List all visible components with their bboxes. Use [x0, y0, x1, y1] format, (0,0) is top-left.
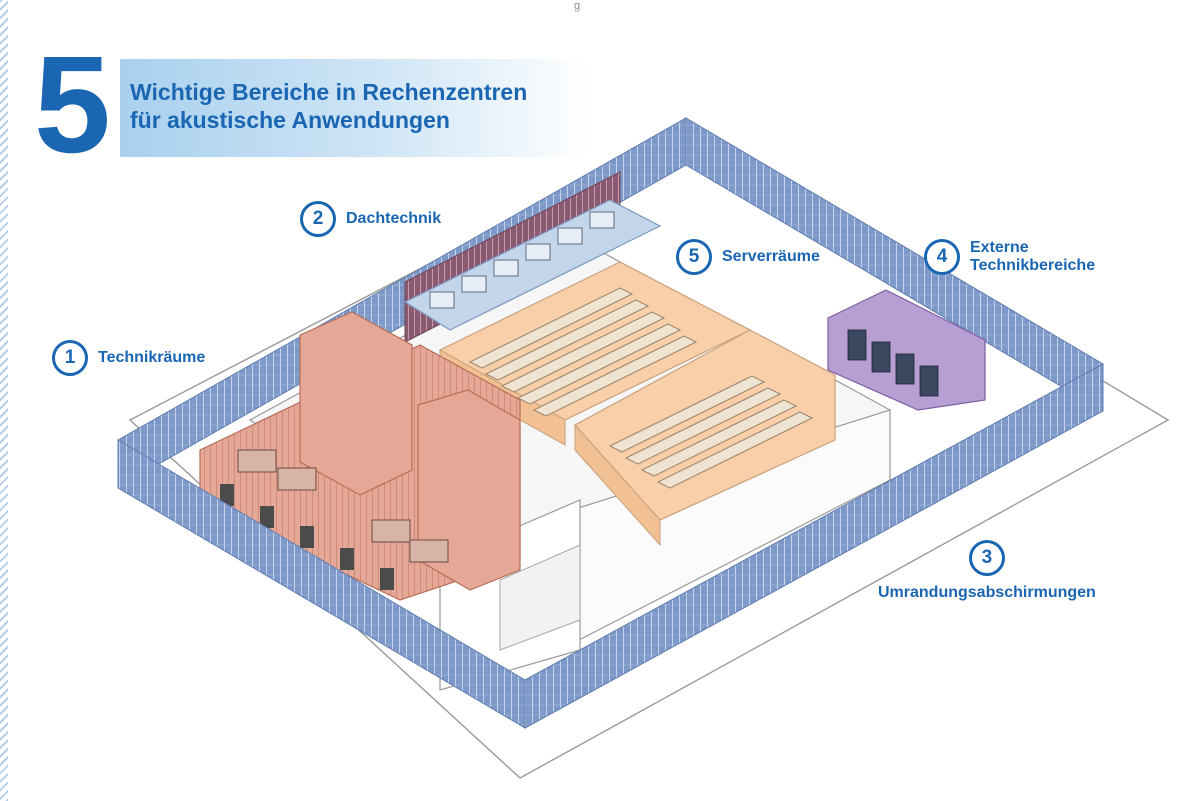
building-wall-corridor-2: [499, 544, 581, 651]
callout-label: Umrandungsabschirmungen: [878, 584, 1096, 602]
callout-label-line: Externe: [970, 239, 1029, 256]
roof-equipment-platform: [403, 199, 662, 331]
callout-roof-technology: 2 Dachtechnik: [300, 201, 441, 237]
external-technical-area: [827, 289, 986, 411]
callout-technical-rooms: 1 Technikräume: [52, 340, 205, 376]
circled-number-icon: 4: [924, 239, 960, 275]
technical-room-tower-1: [299, 311, 413, 496]
perimeter-screen-front-right: [524, 363, 1104, 729]
callout-label: Technikräume: [98, 349, 205, 367]
decorative-stripe: [0, 0, 8, 801]
callout-perimeter-screens: 3 Umrandungsabschirmungen: [878, 540, 1096, 602]
external-equipment: [847, 329, 939, 397]
page-title-line-2: für akustische Anwendungen: [130, 107, 450, 133]
callout-external-technical-areas: 4 Externe Technikbereiche: [924, 239, 1095, 275]
circled-number-icon: 1: [52, 340, 88, 376]
circled-number-icon: 2: [300, 201, 336, 237]
top-caption: g: [574, 0, 581, 12]
title-band: [120, 59, 590, 157]
page-title: Wichtige Bereiche in Rechenzentren für a…: [130, 78, 527, 134]
callout-label: Dachtechnik: [346, 210, 441, 228]
cooling-unit-icon: [429, 211, 615, 309]
callout-label-line: Dachtechnik: [346, 210, 442, 227]
generator-icon: [237, 449, 449, 563]
section-number: 5: [34, 28, 111, 182]
circled-number-icon: 3: [968, 540, 1005, 576]
circled-number-icon: 5: [676, 239, 712, 275]
callout-label: Serverräume: [722, 248, 820, 266]
callout-label-line: Technikbereiche: [970, 257, 1096, 274]
callout-label: Externe Technikbereiche: [970, 239, 1095, 275]
server-room-2-wall: [574, 423, 661, 547]
page-title-line-1: Wichtige Bereiche in Rechenzentren: [130, 79, 528, 105]
callout-label-line: Technikräume: [98, 349, 206, 366]
callout-label-line: Umrandungsabschirmungen: [878, 584, 1096, 601]
server-rack-icon: [468, 287, 814, 489]
callout-server-rooms: 5 Serverräume: [676, 239, 820, 275]
technical-room-doors: [220, 484, 394, 590]
callout-label-line: Serverräume: [722, 248, 820, 265]
